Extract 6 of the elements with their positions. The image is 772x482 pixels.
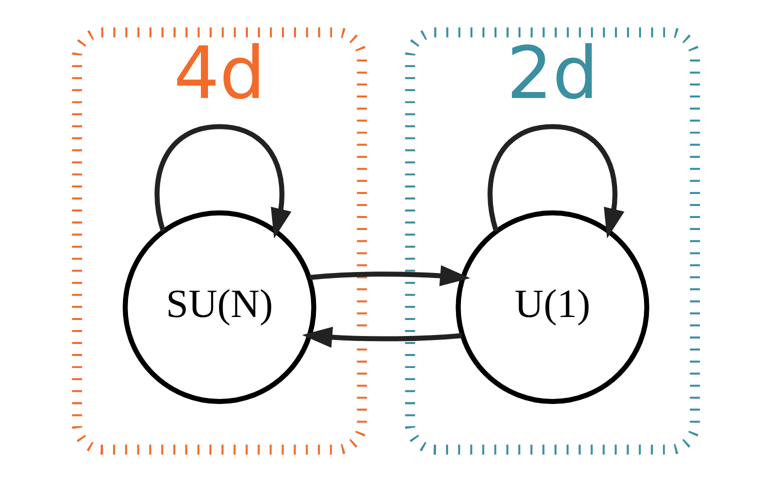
node-circle: SU(N) [122, 210, 316, 404]
arrow [309, 265, 470, 286]
arrow [302, 326, 462, 348]
node-circle: U(1) [456, 210, 650, 404]
arrow [154, 124, 292, 238]
arrow [488, 124, 624, 238]
